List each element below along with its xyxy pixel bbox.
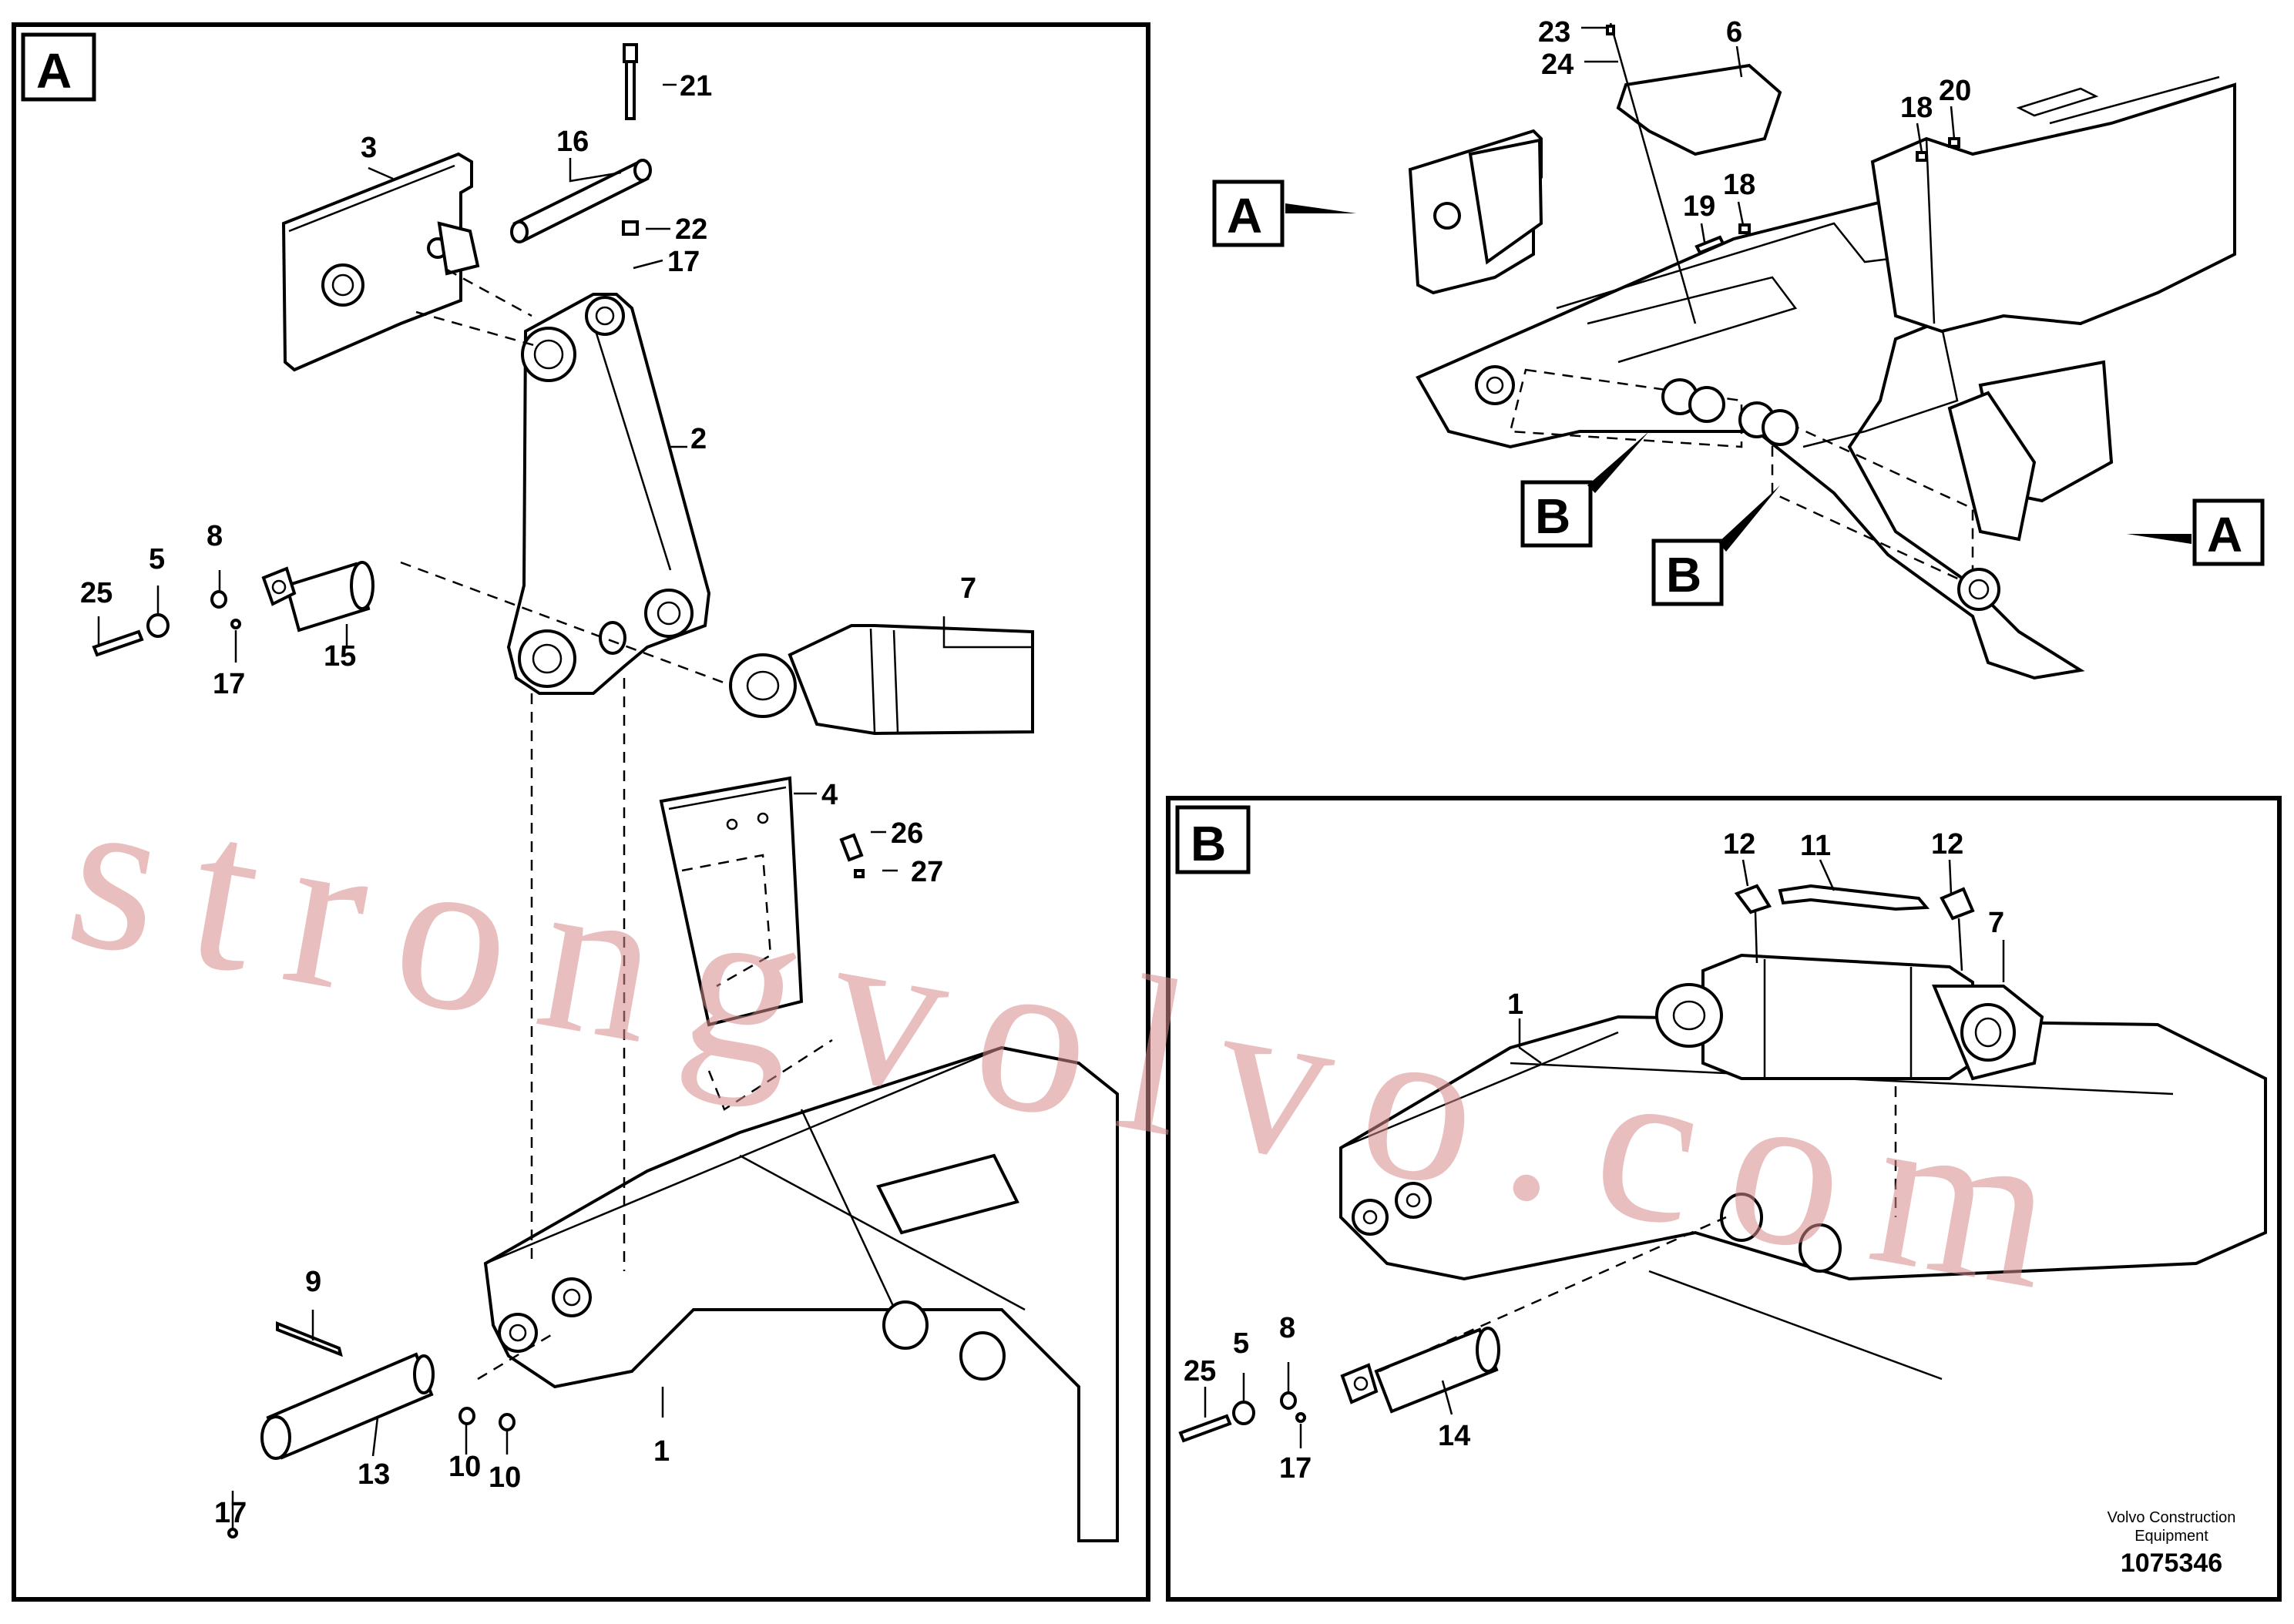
- alignment-line-b: [1379, 1216, 1727, 1373]
- link-arm-part-2: [506, 293, 711, 695]
- callout-18: 18: [1723, 169, 1755, 201]
- callout-10a: 10: [448, 1451, 481, 1483]
- fitting-part-12-right: [1940, 887, 1975, 921]
- panel-b-frame: [1166, 796, 2282, 1602]
- callout-5: 5: [149, 543, 165, 575]
- callout-17-top: 17: [667, 246, 700, 278]
- washer-part-10a: [458, 1407, 475, 1425]
- overview-label-a-left: A: [1227, 188, 1262, 243]
- panel-a-label-box: [21, 32, 96, 102]
- callout-24: 24: [1541, 49, 1574, 81]
- alignment-lines-a: [400, 268, 833, 1381]
- overview-tower: [1870, 82, 2236, 334]
- callout-16: 16: [556, 126, 589, 158]
- bracket-part-3: [281, 152, 480, 372]
- plate-part-4: [659, 776, 804, 1027]
- callout-14: 14: [1438, 1420, 1470, 1452]
- overview-label-b-left: B: [1535, 488, 1570, 544]
- overview-arrow-a-right: [2127, 534, 2192, 544]
- hose-part-11: [1734, 884, 1975, 971]
- callout-1-b: 1: [1507, 988, 1523, 1021]
- callout-4: 4: [821, 779, 838, 811]
- callout-2: 2: [690, 423, 707, 455]
- callout-22: 22: [675, 213, 707, 246]
- leaders-a: [97, 83, 1033, 1529]
- callout-17-bottom: 17: [214, 1497, 247, 1529]
- callout-6: 6: [1726, 16, 1742, 49]
- footer-drawing-number: 1075346: [2121, 1549, 2222, 1578]
- overview-label-a-left-box: [1212, 180, 1285, 247]
- grease-nipple-17: [227, 1528, 238, 1538]
- panel-a: A: [12, 22, 1150, 1602]
- callout-27: 27: [911, 856, 943, 888]
- callout-20: 20: [1939, 75, 1971, 107]
- callout-26: 26: [891, 817, 923, 850]
- callout-17-left: 17: [213, 668, 245, 700]
- panel-b-label-box: [1175, 805, 1251, 874]
- cylinder-part-7-b: [1655, 953, 2044, 1081]
- fitting-part-12-left: [1734, 884, 1772, 914]
- callout-7-b: 7: [1988, 907, 2004, 939]
- frame-part-1: [483, 1045, 1119, 1542]
- callouts-b: 12 11 12 7 1 25 5 8 17 14: [1184, 828, 2004, 1485]
- pin-part-15: [261, 561, 374, 632]
- callout-15: 15: [324, 640, 356, 673]
- callout-25-b: 25: [1184, 1355, 1216, 1387]
- nut-part-22: [622, 220, 639, 236]
- callout-12-right: 12: [1931, 828, 1963, 861]
- footer-block: Volvo Construction Equipment 1075346: [2108, 1509, 2236, 1578]
- callout-1: 1: [653, 1435, 670, 1468]
- pin-part-13: [260, 1352, 435, 1460]
- cylinder-part-7: [729, 624, 1034, 736]
- pin-part-9: [276, 1321, 343, 1357]
- overview-label-b-right: B: [1666, 547, 1701, 602]
- callout-23: 23: [1538, 16, 1570, 49]
- overview-label-a-right-box: [2192, 498, 2265, 566]
- leaders-b: [1204, 859, 2005, 1448]
- callout-25: 25: [80, 577, 113, 609]
- callout-8-b: 8: [1279, 1312, 1295, 1344]
- overview-label-a-right: A: [2207, 507, 2242, 562]
- callouts-overview: 23 24 6 18 20 19 18: [1538, 16, 1971, 223]
- callout-8: 8: [207, 520, 223, 552]
- callout-10b: 10: [489, 1461, 521, 1494]
- callout-18-top: 18: [1900, 92, 1933, 124]
- callout-3: 3: [361, 132, 377, 164]
- overview-arrow-a-left: [1285, 203, 1356, 213]
- callout-7: 7: [960, 572, 976, 605]
- bolt-part-26: [839, 833, 864, 862]
- pin-part-16: [510, 159, 652, 243]
- small-hardware-b: [1178, 1391, 1306, 1443]
- callout-19: 19: [1683, 190, 1715, 223]
- callouts-a: 21 3 16 22 17 2 8 5 25 17 15 7 4 26 27 9…: [80, 70, 976, 1529]
- callout-5-b: 5: [1233, 1327, 1249, 1360]
- overview-label-b-right-box: [1651, 539, 1724, 606]
- overview-label-b-left-box: [1520, 480, 1593, 548]
- bolt-part-21: [623, 43, 638, 120]
- callout-17-b: 17: [1279, 1452, 1312, 1485]
- pin-part-14: [1340, 1327, 1500, 1414]
- callout-21: 21: [680, 70, 712, 102]
- callout-12-left: 12: [1723, 828, 1755, 861]
- cover-part-6: [1616, 63, 1782, 156]
- washer-part-10b: [499, 1413, 516, 1431]
- panel-a-label: A: [36, 43, 72, 99]
- overview-arrow-b-left: [1587, 431, 1649, 493]
- callout-9: 9: [305, 1266, 321, 1298]
- panel-b-label: B: [1191, 816, 1226, 871]
- footer-company-line1: Volvo Construction: [2108, 1509, 2236, 1526]
- small-hardware-a: [92, 590, 241, 657]
- washer-part-27: [854, 869, 865, 878]
- callout-13: 13: [358, 1458, 390, 1491]
- panel-b: B: [1166, 796, 2282, 1602]
- overview-arrow-b-right: [1718, 485, 1780, 552]
- callout-11: 11: [1800, 830, 1831, 862]
- footer-company-line2: Equipment: [2134, 1528, 2208, 1545]
- panel-a-frame: [12, 22, 1150, 1602]
- overview-assembly: A A B B 23 24 6 18 20 19 18: [1212, 16, 2265, 680]
